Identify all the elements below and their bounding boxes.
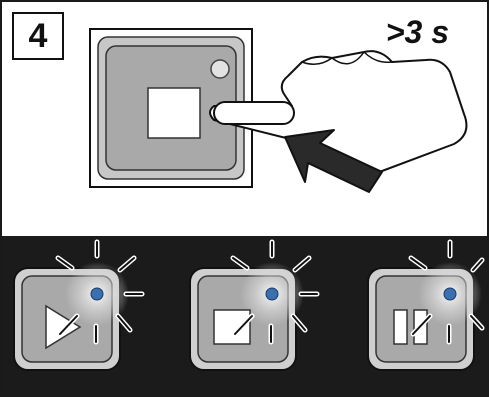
stop-blink-icon: [190, 242, 317, 370]
main-illustration: [2, 2, 487, 236]
pause-blink-icon: [368, 242, 482, 370]
led-states-area: [2, 236, 487, 397]
instruction-top-area: 4 >3 s: [2, 2, 487, 236]
play-blink-icon: [14, 242, 142, 370]
led-states-illustration: [2, 236, 487, 397]
